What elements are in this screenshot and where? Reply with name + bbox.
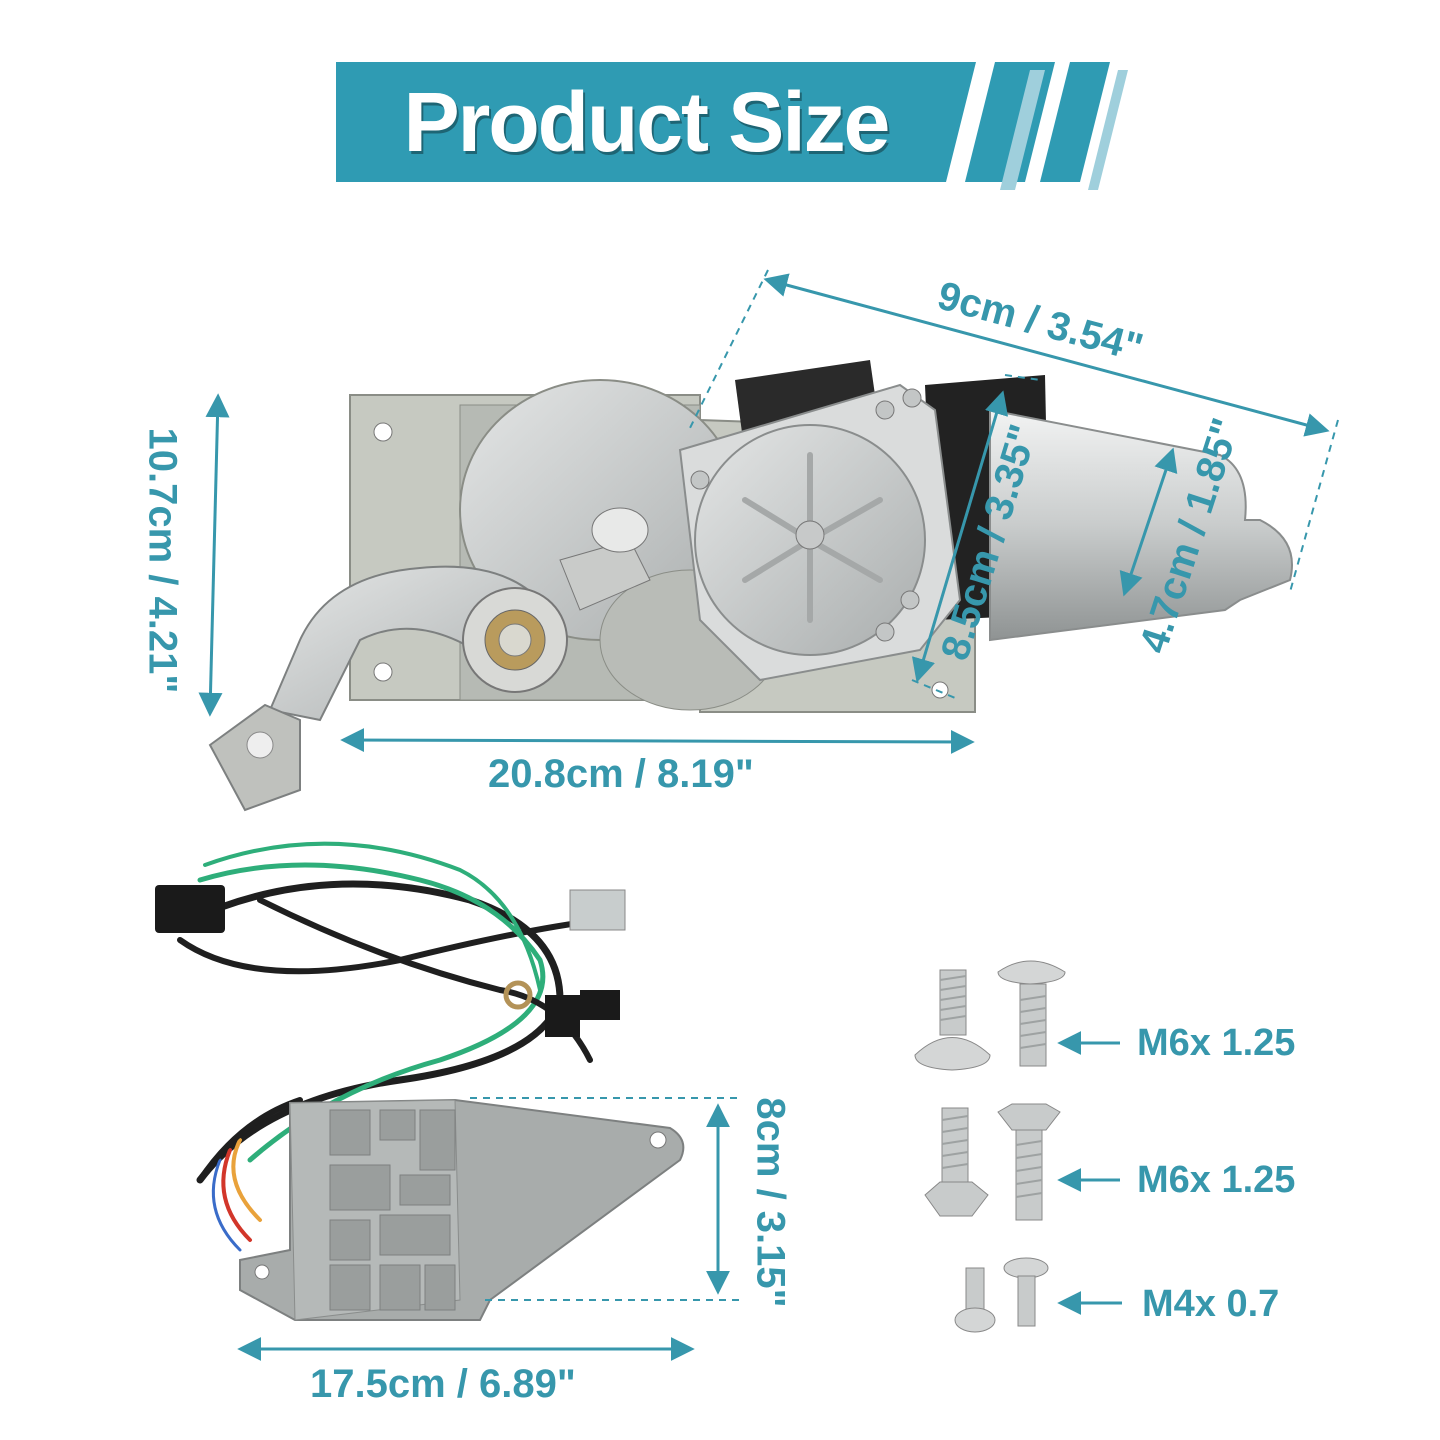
screw-size-label-1: M6x 1.25: [1137, 1022, 1296, 1064]
header-banner: [336, 62, 1128, 190]
page-title: Product Size: [403, 74, 891, 169]
flange-screw-icon: [954, 1257, 1049, 1333]
motor-width-label: 20.8cm / 8.19": [488, 752, 754, 796]
controller-width-label: 17.5cm / 6.89": [310, 1362, 576, 1406]
carriage-bolt-icon: [914, 960, 1066, 1071]
screw-size-label-2: M6x 1.25: [1137, 1159, 1296, 1201]
hex-bolt-icon: [924, 1103, 1061, 1221]
screw-size-label-3: M4x 0.7: [1142, 1283, 1280, 1325]
